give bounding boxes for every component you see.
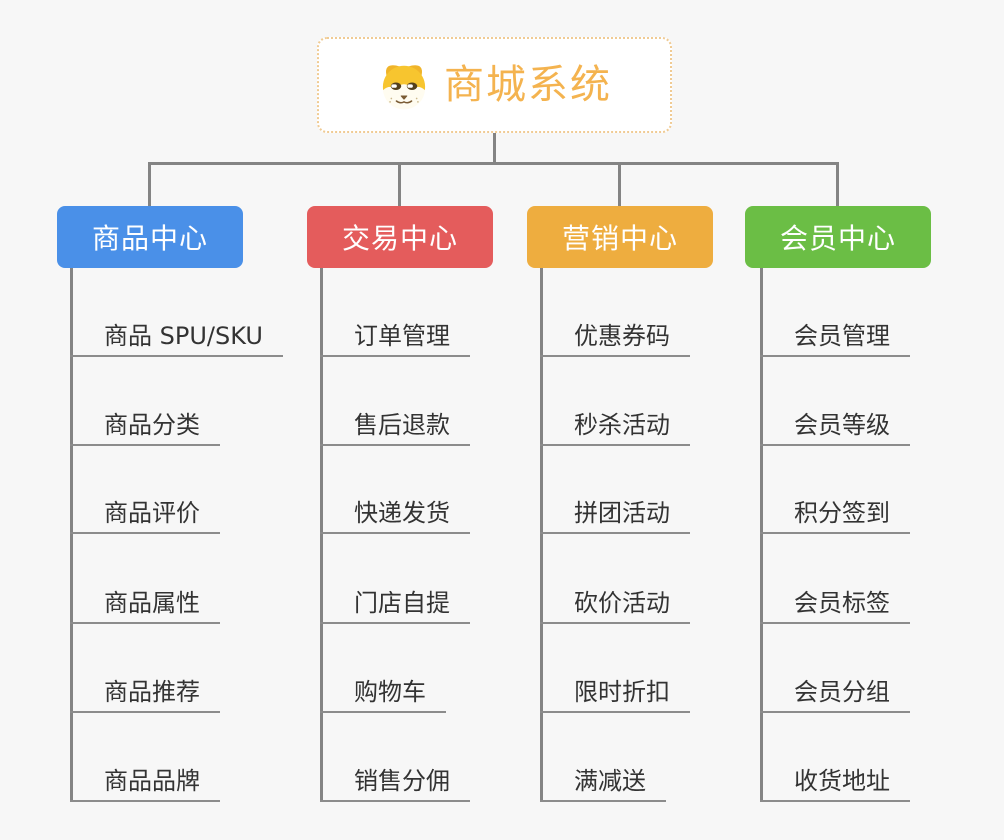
branch-node-product-center[interactable]: 商品中心 <box>57 206 243 268</box>
leaf-node-member-level[interactable]: 会员等级 <box>760 412 910 446</box>
leaf-node-store-pickup[interactable]: 门店自提 <box>320 590 470 624</box>
dog-face-icon <box>377 58 431 112</box>
leaf-node-group-buy[interactable]: 拼团活动 <box>540 500 690 534</box>
connector-drop-member <box>836 162 839 206</box>
leaf-node-product-recommend[interactable]: 商品推荐 <box>70 679 220 713</box>
leaf-node-points-checkin[interactable]: 积分签到 <box>760 500 910 534</box>
leaf-node-product-spu-sku[interactable]: 商品 SPU/SKU <box>70 323 283 357</box>
leaf-node-member-group[interactable]: 会员分组 <box>760 679 910 713</box>
trunk-line-marketing <box>540 268 543 802</box>
root-node[interactable]: 商城系统 <box>317 37 672 133</box>
connector-drop-trade <box>398 162 401 206</box>
connector-horizontal-bar <box>148 162 839 165</box>
leaf-node-bargain-activity[interactable]: 砍价活动 <box>540 590 690 624</box>
trunk-line-member <box>760 268 763 802</box>
leaf-node-flash-sale[interactable]: 秒杀活动 <box>540 412 690 446</box>
root-title: 商城系统 <box>444 62 612 108</box>
connector-drop-product <box>148 162 151 206</box>
connector-root-drop <box>493 133 496 165</box>
trunk-line-trade <box>320 268 323 802</box>
trunk-line-product <box>70 268 73 802</box>
leaf-node-order-management[interactable]: 订单管理 <box>320 323 470 357</box>
leaf-node-product-brand[interactable]: 商品品牌 <box>70 768 220 802</box>
connector-drop-marketing <box>618 162 621 206</box>
branch-node-marketing-center[interactable]: 营销中心 <box>527 206 713 268</box>
leaf-node-sales-commission[interactable]: 销售分佣 <box>320 768 470 802</box>
leaf-node-coupon-code[interactable]: 优惠券码 <box>540 323 690 357</box>
leaf-node-product-review[interactable]: 商品评价 <box>70 500 220 534</box>
branch-node-trade-center[interactable]: 交易中心 <box>307 206 493 268</box>
leaf-node-aftersale-refund[interactable]: 售后退款 <box>320 412 470 446</box>
leaf-node-member-management[interactable]: 会员管理 <box>760 323 910 357</box>
leaf-node-limited-time-discount[interactable]: 限时折扣 <box>540 679 690 713</box>
leaf-node-shopping-cart[interactable]: 购物车 <box>320 679 446 713</box>
branch-node-member-center[interactable]: 会员中心 <box>745 206 931 268</box>
leaf-node-full-reduction[interactable]: 满减送 <box>540 768 666 802</box>
leaf-node-shipping-address[interactable]: 收货地址 <box>760 768 910 802</box>
leaf-node-product-attribute[interactable]: 商品属性 <box>70 590 220 624</box>
leaf-node-product-category[interactable]: 商品分类 <box>70 412 220 446</box>
leaf-node-member-tag[interactable]: 会员标签 <box>760 590 910 624</box>
leaf-node-express-delivery[interactable]: 快递发货 <box>320 500 470 534</box>
